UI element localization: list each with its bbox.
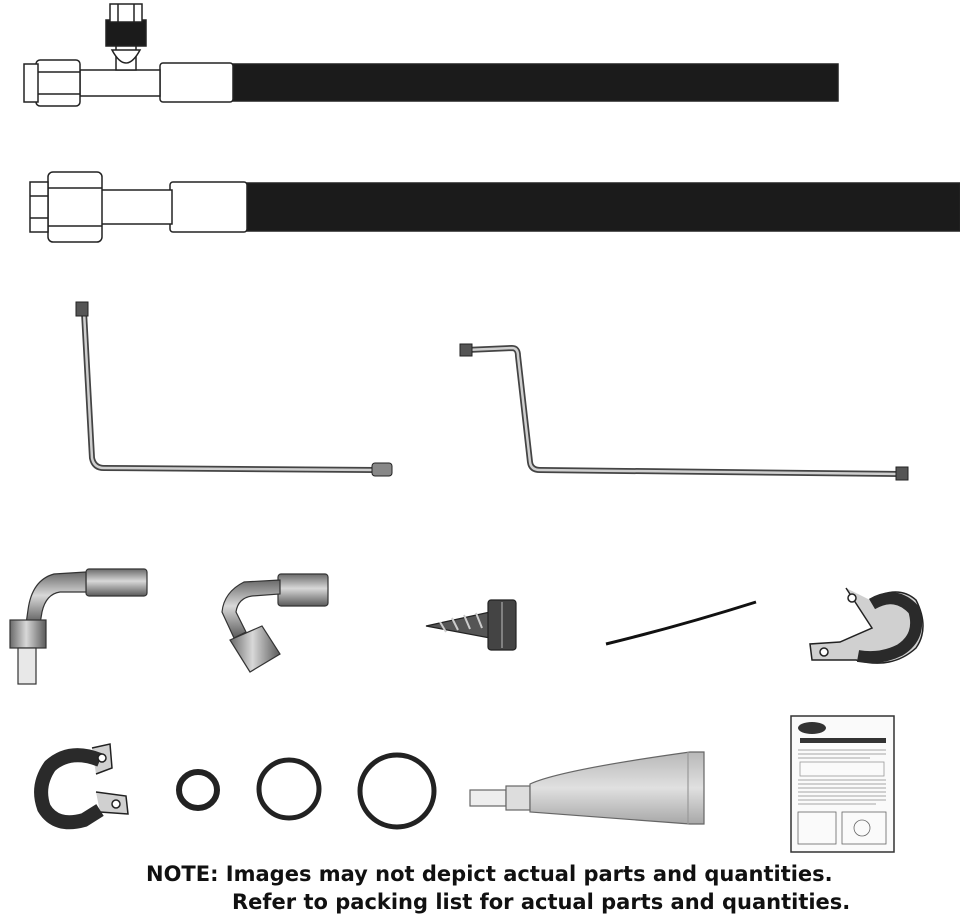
hose-assembly bbox=[29, 171, 960, 243]
zip-tie bbox=[605, 600, 757, 646]
o-ring-medium bbox=[256, 757, 322, 821]
hard-line-l-shaped bbox=[75, 301, 393, 477]
self-tapping-screw bbox=[425, 599, 517, 651]
note-line-2: Refer to packing list for actual parts a… bbox=[232, 890, 851, 914]
hose-assembly-with-service-port bbox=[23, 3, 839, 107]
note-line-1: NOTE: Images may not depict actual parts… bbox=[146, 862, 833, 886]
o-ring-large bbox=[357, 752, 437, 830]
disclaimer-note: NOTE: Images may not depict actual parts… bbox=[140, 860, 900, 916]
o-ring-small bbox=[176, 769, 220, 811]
hard-line-z-shaped bbox=[459, 343, 909, 481]
p-clamp bbox=[809, 587, 924, 664]
lubricant-tube bbox=[469, 751, 705, 825]
fitting-90-degree bbox=[9, 568, 148, 685]
p-clamp bbox=[34, 743, 129, 830]
instruction-sheet bbox=[790, 715, 895, 853]
fitting-45-degree bbox=[221, 573, 329, 673]
